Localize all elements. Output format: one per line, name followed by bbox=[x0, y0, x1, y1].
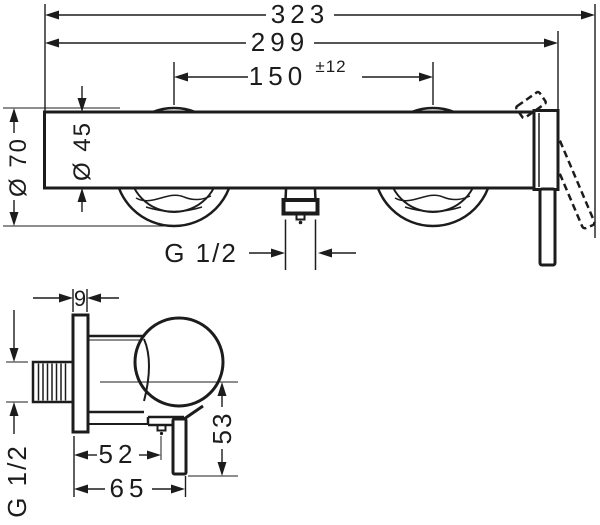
side-view: 9 bbox=[2, 286, 238, 518]
dim-inlet-spacing-label: 150 bbox=[249, 61, 307, 91]
handle-tip-dashed bbox=[515, 90, 547, 120]
arrow-up-icon bbox=[9, 402, 19, 416]
arrow-right-icon bbox=[581, 10, 595, 20]
outlet-dot bbox=[298, 220, 303, 225]
nipple-body bbox=[31, 360, 75, 404]
dim-overall-width-label: 323 bbox=[271, 0, 329, 29]
arrow-left-icon bbox=[174, 72, 188, 82]
valve-body-circle bbox=[133, 316, 225, 408]
escutcheon-wave bbox=[145, 206, 203, 213]
dim-plate-depth: 9 bbox=[33, 286, 119, 312]
front-view: 323 299 150 ±12 Ø 70 bbox=[3, 0, 596, 270]
end-cap bbox=[532, 109, 560, 191]
dim-body-diameter: Ø 45 bbox=[69, 86, 96, 212]
lever-side bbox=[171, 417, 188, 476]
arrow-up-icon bbox=[9, 108, 19, 122]
dim-depth-to-screw-label: 52 bbox=[99, 439, 138, 469]
dim-handle-drop: 53 bbox=[188, 382, 238, 477]
outlet-notch bbox=[295, 212, 306, 221]
arrow-left-icon bbox=[87, 293, 101, 303]
dim-depth-to-screw: 52 bbox=[74, 439, 161, 469]
dim-overall-depth-label: 65 bbox=[110, 473, 149, 503]
arrow-right-icon bbox=[544, 38, 558, 48]
arrow-up-icon bbox=[217, 382, 227, 396]
set-screw bbox=[156, 424, 167, 432]
arrow-right-icon bbox=[59, 293, 73, 303]
mixer-bar bbox=[43, 110, 536, 190]
arrow-left-icon bbox=[318, 248, 332, 258]
escutcheon-wave bbox=[404, 206, 462, 213]
dim-inlet-thread-label: G 1/2 bbox=[2, 444, 32, 518]
dim-overall-width: 323 bbox=[45, 0, 595, 29]
escutcheon-wave bbox=[394, 194, 471, 202]
escutcheon-wave bbox=[135, 194, 212, 202]
dim-body-width: 299 bbox=[45, 27, 558, 57]
arrow-left-icon bbox=[45, 10, 59, 20]
arrow-up-icon bbox=[77, 188, 87, 202]
arrow-right-icon bbox=[171, 484, 185, 494]
arrow-right-icon bbox=[271, 248, 285, 258]
arrow-left-icon bbox=[74, 484, 88, 494]
wall-plate bbox=[71, 313, 90, 434]
outlet-flange bbox=[281, 198, 320, 216]
dim-handle-drop-label: 53 bbox=[207, 412, 237, 445]
arrow-down-icon bbox=[9, 348, 19, 362]
handle-cone-line bbox=[183, 404, 204, 421]
dim-overall-depth: 65 bbox=[74, 473, 187, 503]
dim-body-diameter-label: Ø 45 bbox=[69, 121, 96, 181]
inlet-nipple bbox=[31, 360, 75, 404]
dim-inlet-spacing: 150 ±12 bbox=[174, 57, 433, 91]
dim-outlet-thread-label: G 1/2 bbox=[164, 238, 238, 268]
arrow-left-icon bbox=[74, 450, 88, 460]
dim-outlet-thread: G 1/2 bbox=[164, 238, 356, 268]
screw-dot bbox=[159, 431, 164, 436]
outlet-connector bbox=[281, 189, 320, 270]
handle-lever bbox=[538, 187, 557, 267]
arrow-down-icon bbox=[217, 462, 227, 476]
arrow-down-icon bbox=[77, 98, 87, 112]
arrow-down-icon bbox=[9, 212, 19, 226]
dim-escutcheon-diameter-label: Ø 70 bbox=[5, 137, 32, 197]
dim-escutcheon-diameter: Ø 70 bbox=[3, 107, 172, 227]
dim-plate-depth-label: 9 bbox=[74, 286, 86, 311]
arrow-right-icon bbox=[419, 72, 433, 82]
body-sphere-joint-arc bbox=[143, 338, 150, 402]
arrow-left-icon bbox=[45, 38, 59, 48]
arrow-right-icon bbox=[147, 450, 161, 460]
dim-inlet-thread: G 1/2 bbox=[2, 310, 32, 518]
dim-body-width-label: 299 bbox=[251, 27, 309, 57]
dim-inlet-tolerance-label: ±12 bbox=[315, 57, 346, 76]
